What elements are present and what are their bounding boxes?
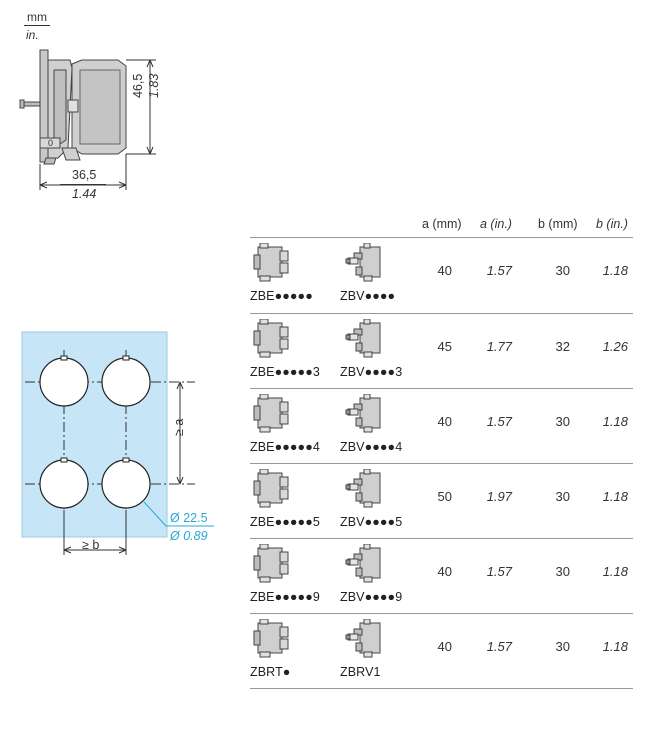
cell-b-in: 1.18 — [602, 489, 628, 504]
row-separator — [250, 388, 633, 389]
row-separator — [250, 613, 633, 614]
ref-contact-block: ZBE●●●●●9 — [250, 590, 320, 604]
unit-mm: mm — [27, 10, 47, 24]
cell-b-in: 1.26 — [602, 339, 628, 354]
cell-b-in: 1.18 — [602, 263, 628, 278]
ref-light-block: ZBV●●●●9 — [340, 590, 403, 604]
cell-b-mm: 32 — [555, 339, 570, 354]
header-a-mm: a (mm) — [422, 217, 462, 231]
contact-block-front-icon — [253, 544, 289, 583]
svg-text:0: 0 — [48, 138, 53, 148]
light-block-side-icon — [345, 544, 381, 583]
ref-light-block: ZBRV1 — [340, 665, 381, 679]
table-row: ZBE●●●●●3 ZBV●●●●3 45 1.77 32 1.26 — [250, 313, 633, 388]
unit-in: in. — [26, 28, 39, 42]
ref-contact-block: ZBRT● — [250, 665, 291, 679]
diameter-in-label: Ø 0.89 — [170, 529, 208, 543]
cell-b-mm: 30 — [555, 564, 570, 579]
light-block-side-icon — [345, 319, 381, 358]
cell-a-mm: 40 — [437, 564, 452, 579]
light-block-side-icon — [345, 394, 381, 433]
header-b-in: b (in.) — [596, 217, 628, 231]
ref-light-block: ZBV●●●● — [340, 289, 396, 303]
ref-light-block: ZBV●●●●3 — [340, 365, 403, 379]
contact-block-front-icon — [253, 619, 289, 658]
light-block-side-icon — [345, 619, 381, 658]
unit-divider — [24, 25, 50, 26]
row-separator — [250, 688, 633, 689]
height-in-label: 1.83 — [147, 73, 161, 98]
cell-a-in: 1.57 — [486, 564, 512, 579]
cell-b-mm: 30 — [555, 639, 570, 654]
spacing-a-label: ≥ a — [172, 418, 186, 436]
cell-b-in: 1.18 — [602, 414, 628, 429]
row-separator — [250, 313, 633, 314]
cell-b-mm: 30 — [555, 414, 570, 429]
header-b-mm: b (mm) — [538, 217, 578, 231]
depth-in-label: 1.44 — [72, 187, 97, 201]
ref-contact-block: ZBE●●●●● — [250, 289, 313, 303]
row-separator — [250, 538, 633, 539]
cell-b-mm: 30 — [555, 263, 570, 278]
ref-contact-block: ZBE●●●●●5 — [250, 515, 320, 529]
cell-b-in: 1.18 — [602, 639, 628, 654]
header-a-in: a (in.) — [480, 217, 512, 231]
ref-contact-block: ZBE●●●●●3 — [250, 365, 320, 379]
table-row: ZBRT● ZBRV1 40 1.57 30 1.18 — [250, 613, 633, 688]
ref-contact-block: ZBE●●●●●4 — [250, 440, 320, 454]
side-view-drawing: 0 — [19, 49, 156, 190]
cell-a-mm: 50 — [437, 489, 452, 504]
cell-b-in: 1.18 — [602, 564, 628, 579]
table-row: ZBE●●●●● ZBV●●●● 40 1.57 30 1.18 — [250, 237, 633, 312]
depth-mm-label: 36,5 — [72, 168, 97, 182]
table-top-rule — [250, 237, 633, 238]
cell-a-in: 1.57 — [486, 263, 512, 278]
diameter-mm-label: Ø 22.5 — [170, 511, 208, 525]
contact-block-front-icon — [253, 394, 289, 433]
contact-block-front-icon — [253, 243, 289, 282]
ref-light-block: ZBV●●●●4 — [340, 440, 403, 454]
light-block-side-icon — [345, 243, 381, 282]
spacing-b-label: ≥ b — [82, 538, 100, 552]
light-block-side-icon — [345, 469, 381, 508]
units-legend: mm in. — [24, 10, 50, 42]
cell-a-in: 1.77 — [486, 339, 512, 354]
height-mm-label: 46,5 — [131, 73, 145, 98]
depth-divider — [60, 184, 106, 185]
table-row: ZBE●●●●●9 ZBV●●●●9 40 1.57 30 1.18 — [250, 538, 633, 613]
cell-b-mm: 30 — [555, 489, 570, 504]
ref-light-block: ZBV●●●●5 — [340, 515, 403, 529]
cell-a-mm: 40 — [437, 414, 452, 429]
table-row: ZBE●●●●●4 ZBV●●●●4 40 1.57 30 1.18 — [250, 388, 633, 463]
row-separator — [250, 463, 633, 464]
contact-block-front-icon — [253, 469, 289, 508]
cell-a-mm: 45 — [437, 339, 452, 354]
cell-a-mm: 40 — [437, 263, 452, 278]
cell-a-mm: 40 — [437, 639, 452, 654]
cell-a-in: 1.57 — [486, 639, 512, 654]
contact-block-front-icon — [253, 319, 289, 358]
cell-a-in: 1.97 — [486, 489, 512, 504]
cell-a-in: 1.57 — [486, 414, 512, 429]
panel-cutout-drawing — [21, 331, 214, 555]
table-row: ZBE●●●●●5 ZBV●●●●5 50 1.97 30 1.18 — [250, 463, 633, 538]
